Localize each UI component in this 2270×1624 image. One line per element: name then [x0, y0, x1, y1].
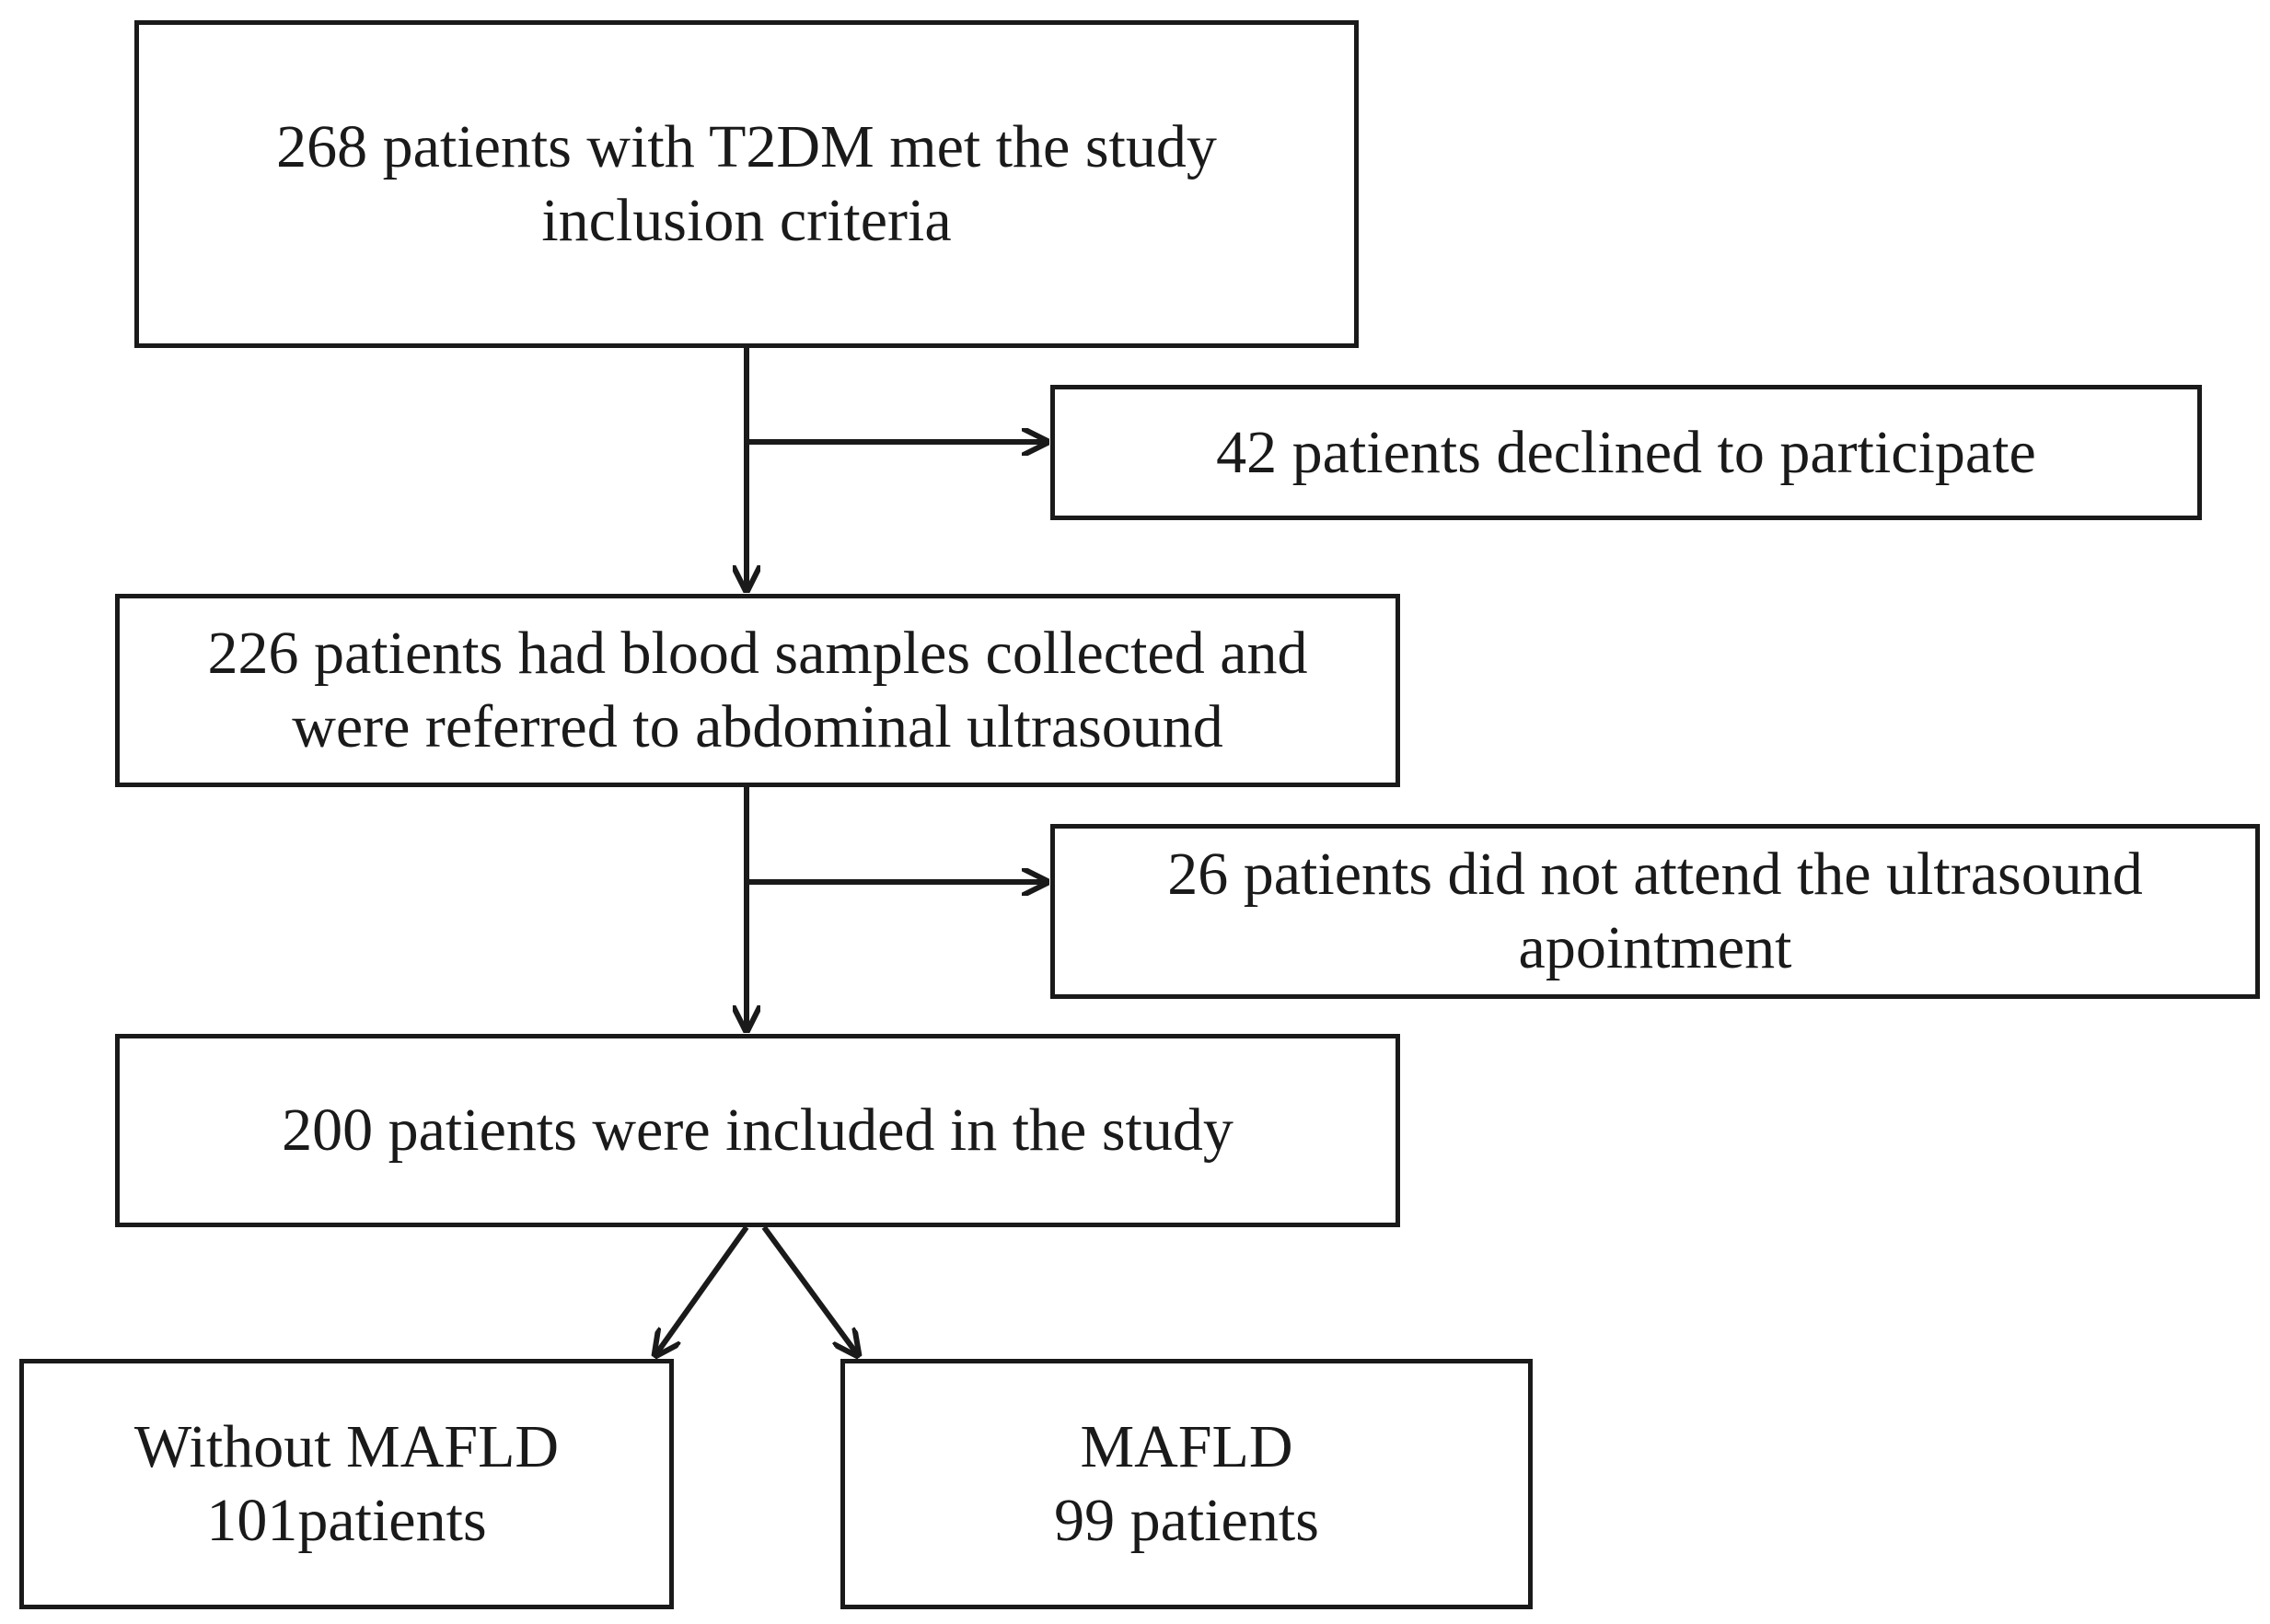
- declined-line-1: 42 patients declined to participate: [1216, 418, 2036, 486]
- inclusion-line-1: 268 patients with T2DM met the study: [276, 113, 1217, 180]
- without-line-2: 101patients: [206, 1487, 487, 1554]
- mafld-line-1: MAFLD: [1080, 1413, 1293, 1480]
- mafld-box: MAFLD 99 patients: [840, 1359, 1533, 1609]
- inclusion-line-2: inclusion criteria: [541, 187, 952, 254]
- declined-box: 42 patients declined to participate: [1050, 385, 2202, 520]
- no-attend-box: 26 patients did not attend the ultrasoun…: [1050, 824, 2260, 999]
- blood-samples-box: 226 patients had blood samples collected…: [115, 594, 1400, 787]
- blood-line-1: 226 patients had blood samples collected…: [207, 620, 1308, 687]
- included-line-1: 200 patients were included in the study: [282, 1096, 1233, 1164]
- arrow-included-to-mafld: [761, 1225, 858, 1355]
- without-mafld-box: Without MAFLD 101patients: [19, 1359, 674, 1609]
- blood-line-2: were referred to abdominal ultrasound: [292, 693, 1223, 760]
- arrow-included-to-without: [655, 1225, 749, 1355]
- without-line-1: Without MAFLD: [133, 1413, 560, 1480]
- noattend-line-1: 26 patients did not attend the ultrasoun…: [1167, 841, 2143, 908]
- mafld-line-2: 99 patients: [1054, 1487, 1319, 1554]
- noattend-line-2: apointment: [1518, 914, 1792, 981]
- inclusion-criteria-box: 268 patients with T2DM met the study inc…: [134, 20, 1359, 348]
- included-box: 200 patients were included in the study: [115, 1034, 1400, 1227]
